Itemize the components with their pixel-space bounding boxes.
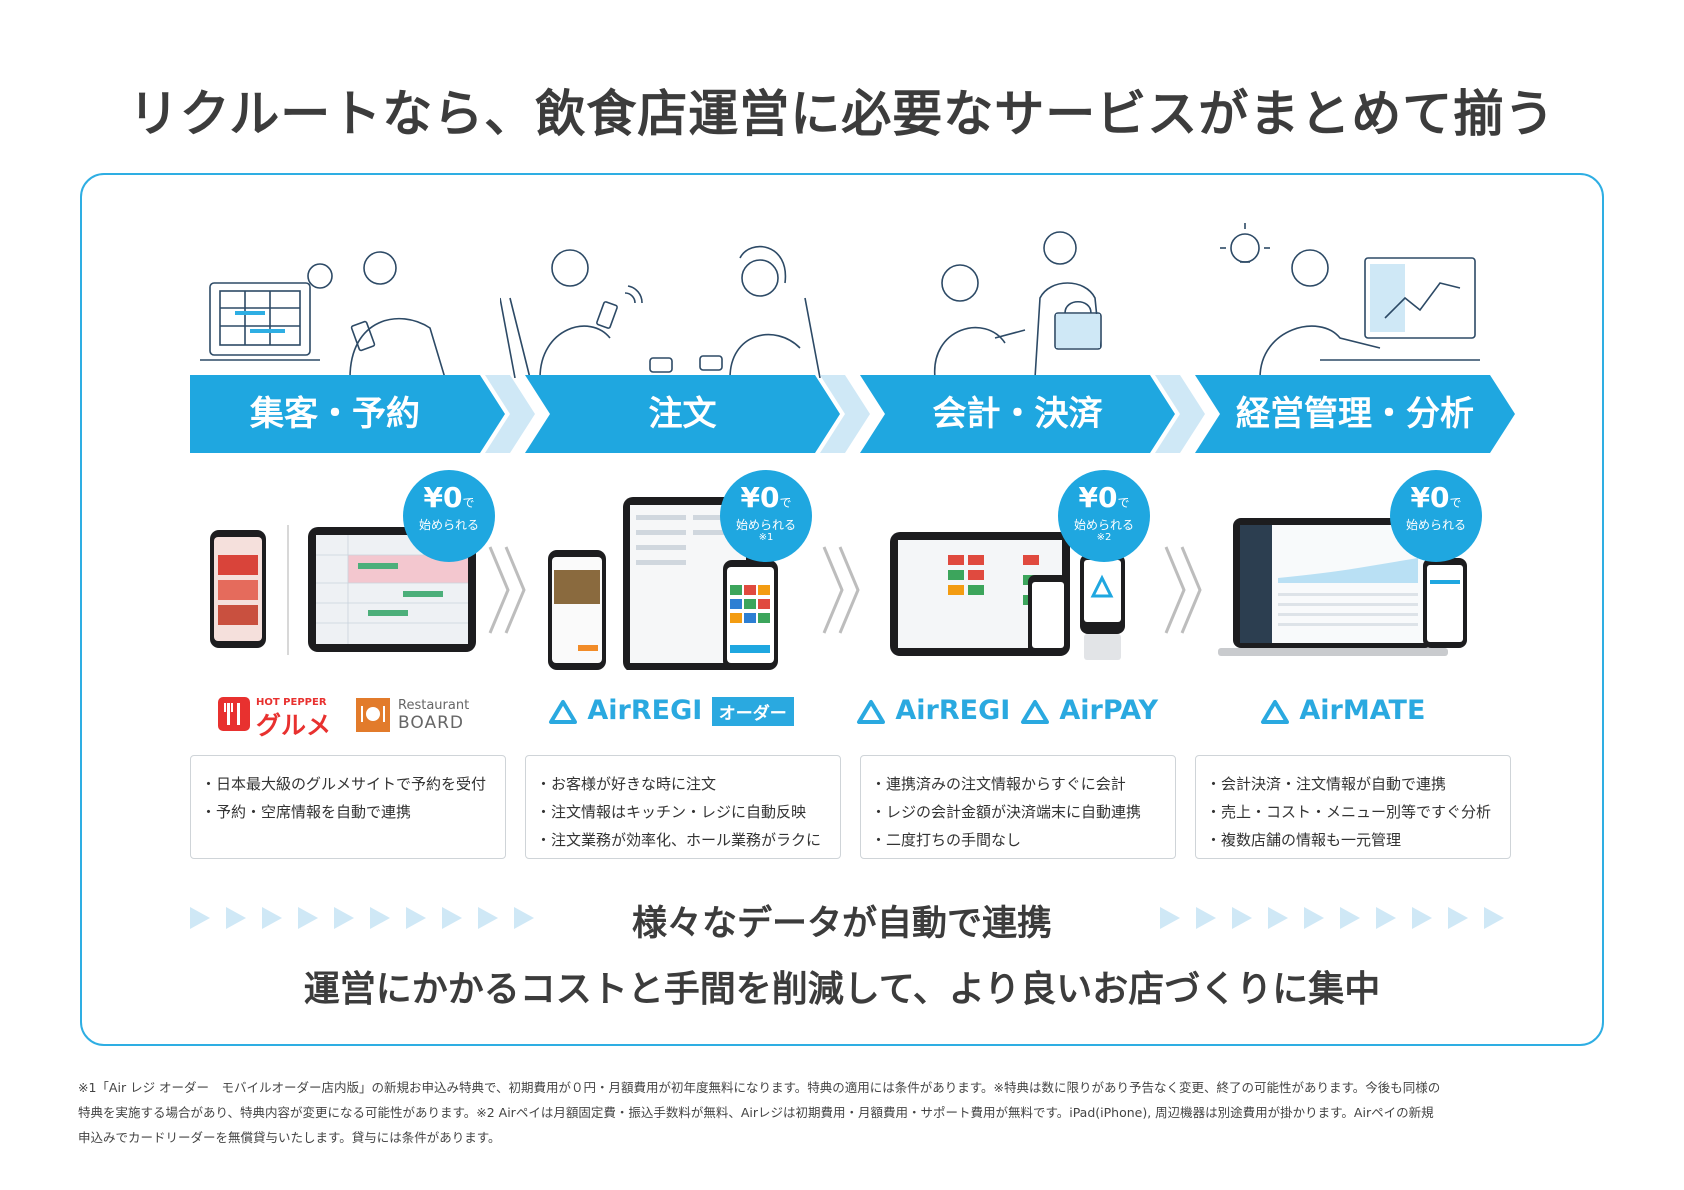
feature-item: ・売上・コスト・メニュー別等ですぐ分析 <box>1206 803 1492 821</box>
badge-price: ¥0 <box>740 481 780 514</box>
payment-devices-image <box>890 532 1125 660</box>
flow-arrows-left-icon <box>190 907 534 929</box>
step-label: 注文 <box>648 394 717 434</box>
step-label: 経営管理・分析 <box>1236 394 1474 434</box>
free-start-badge: ¥0で 始められる <box>1390 470 1482 562</box>
double-chevron-icon <box>1164 546 1202 634</box>
badge-price: ¥0 <box>423 481 463 514</box>
badge-sub: 始められる <box>1405 518 1466 532</box>
badge-sub: 始められる <box>735 518 796 532</box>
feature-item: ・会計決済・注文情報が自動で連携 <box>1206 775 1447 793</box>
step-divider-icon <box>1155 375 1205 453</box>
bottom-message: 運営にかかるコストと手間を削減して、より良いお店づくりに集中 <box>303 969 1381 1010</box>
badge-sub: 始められる <box>418 518 479 532</box>
airregi-text: AirREGI <box>587 695 703 726</box>
hotpepper-main-text: グルメ <box>256 711 332 740</box>
airregi-logo: AirREGI <box>856 695 1010 726</box>
order-tag: オーダー <box>711 697 794 726</box>
badge-price: ¥0 <box>1078 481 1118 514</box>
page-title: リクルートなら、飲食店運営に必要なサービスがまとめて揃う <box>128 85 1556 143</box>
analysis-devices-image <box>1218 518 1467 656</box>
footnote-line: 申込みでカードリーダーを無償貸与いたします。貸与には条件があります。 <box>78 1130 501 1145</box>
feature-box-reservation: ・日本最大級のグルメサイトで予約を受付 ・予約・空席情報を自動で連携 <box>190 755 506 859</box>
content-frame <box>80 173 1604 1046</box>
badge-de: で <box>1117 496 1130 510</box>
step-label: 会計・決済 <box>932 394 1103 434</box>
feature-item: ・二度打ちの手間なし <box>871 831 1022 849</box>
order-illustration <box>500 245 821 378</box>
restaurant-icon <box>356 698 390 732</box>
airmate-text: AirMATE <box>1299 695 1426 726</box>
feature-item: ・複数店舗の情報も一元管理 <box>1206 831 1402 849</box>
analysis-illustration <box>1220 223 1480 378</box>
badge-de: で <box>462 496 475 510</box>
reservation-illustration <box>200 251 446 378</box>
double-chevron-icon <box>822 546 860 634</box>
feature-item: ・注文情報はキッチン・レジに自動反映 <box>536 803 807 821</box>
hotpepper-top-text: HOT PEPPER <box>256 697 327 708</box>
sync-text: 様々なデータが自動で連携 <box>631 904 1052 944</box>
badge-sub: 始められる <box>1073 518 1134 532</box>
badge-note: ※1 <box>758 532 774 543</box>
step-label: 集客・予約 <box>250 394 420 434</box>
feature-item: ・連携済みの注文情報からすぐに会計 <box>871 775 1126 793</box>
restaurant-top-text: Restaurant <box>398 698 470 713</box>
badge-note: ※2 <box>1096 532 1112 543</box>
footnote-line: ※1「Air レジ オーダー モバイルオーダー店内版」の新規お申込み特典で、初期… <box>78 1080 1441 1095</box>
airregi-text: AirREGI <box>895 695 1011 726</box>
airpay-logo: AirPAY <box>1020 695 1158 726</box>
air-triangle-icon <box>549 699 577 724</box>
payment-illustration <box>934 231 1102 378</box>
feature-box-order: ・お客様が好きな時に注文 ・注文情報はキッチン・レジに自動反映 ・注文業務が効率… <box>525 755 841 859</box>
step-divider-icon <box>485 375 535 453</box>
badge-price: ¥0 <box>1410 481 1450 514</box>
feature-item: ・日本最大級のグルメサイトで予約を受付 <box>201 775 487 793</box>
order-devices-image <box>548 497 778 670</box>
free-start-badge: ¥0で 始められる ※1 <box>720 470 812 562</box>
restaurant-main-text: BOARD <box>398 713 464 733</box>
flow-arrows-right-icon <box>1160 907 1504 929</box>
feature-item: ・レジの会計金額が決済端末に自動連携 <box>871 803 1142 821</box>
air-triangle-icon <box>1261 699 1289 724</box>
air-triangle-icon <box>857 699 885 724</box>
air-triangle-icon <box>1021 699 1049 724</box>
badge-de: で <box>779 496 792 510</box>
footnote: ※1「Air レジ オーダー モバイルオーダー店内版」の新規お申込み特典で、初期… <box>78 1075 1608 1150</box>
feature-item: ・注文業務が効率化、ホール業務がラクに <box>536 831 822 849</box>
double-chevron-icon <box>488 546 526 634</box>
feature-item: ・お客様が好きな時に注文 <box>536 775 717 793</box>
feature-item: ・予約・空席情報を自動で連携 <box>201 803 412 821</box>
fork-knife-icon <box>218 697 250 731</box>
badge-de: で <box>1449 496 1462 510</box>
airpay-text: AirPAY <box>1059 695 1159 726</box>
step-divider-icon <box>820 375 870 453</box>
free-start-badge: ¥0で 始められる ※2 <box>1058 470 1150 562</box>
airregi-order-logo: AirREGI オーダー <box>548 695 794 726</box>
footnote-line: 特典を実施する場合があり、特典内容が変更になる可能性があります。※2 Airペイ… <box>78 1105 1434 1120</box>
flow-steps: 集客・予約 注文 会計・決済 経営管理・分析 <box>190 375 1520 453</box>
feature-box-payment: ・連携済みの注文情報からすぐに会計 ・レジの会計金額が決済端末に自動連携 ・二度… <box>860 755 1176 859</box>
feature-box-analysis: ・会計決済・注文情報が自動で連携 ・売上・コスト・メニュー別等ですぐ分析 ・複数… <box>1195 755 1511 859</box>
free-start-badge: ¥0で 始められる <box>403 470 495 562</box>
airmate-logo: AirMATE <box>1260 695 1425 726</box>
